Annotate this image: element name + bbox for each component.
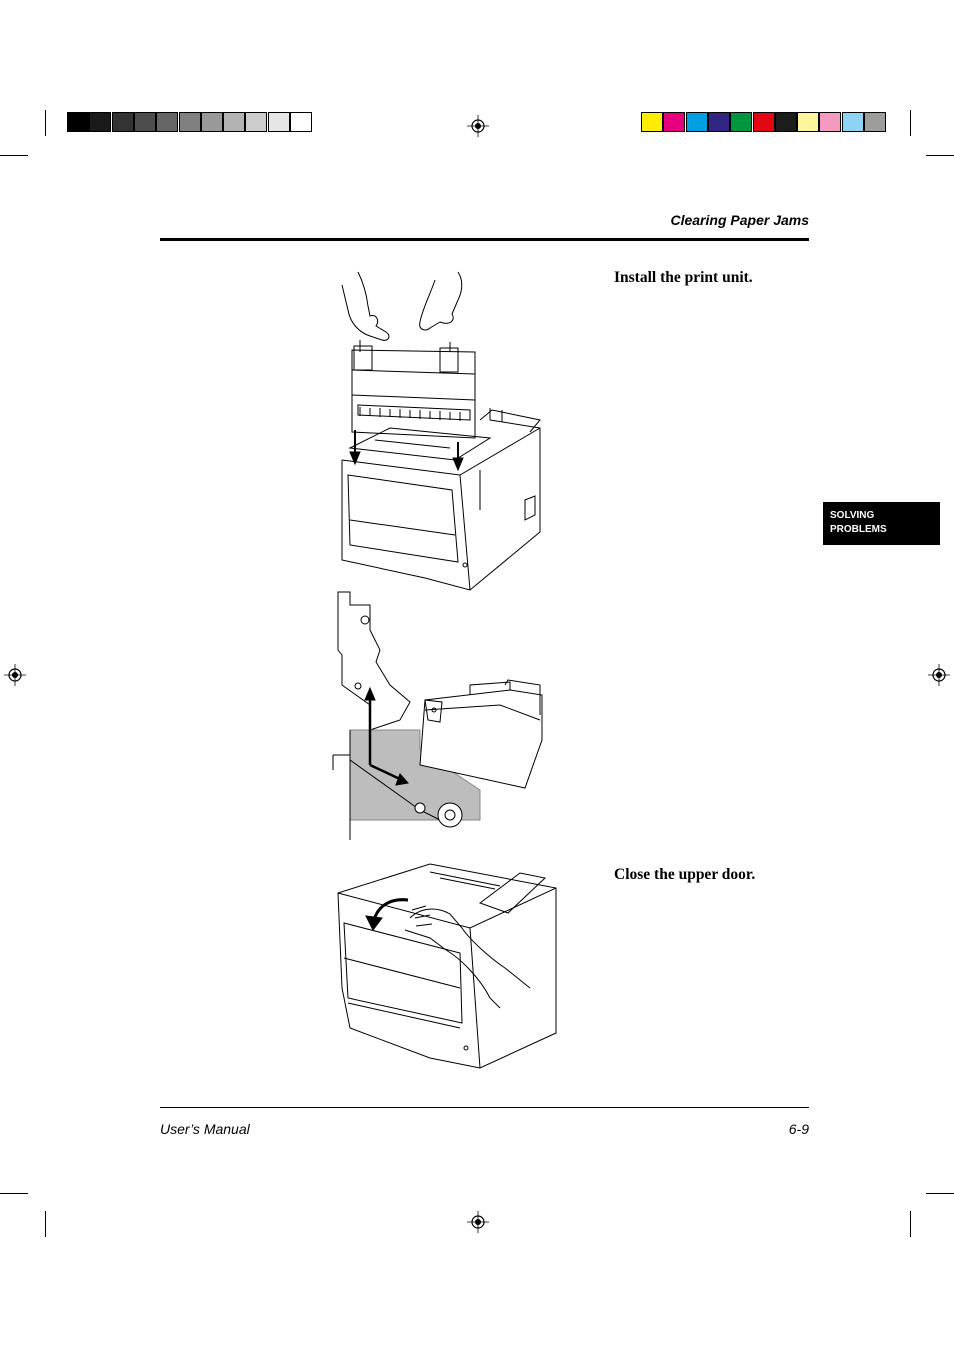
color-swatch [864,112,886,132]
gray-swatch [156,112,179,132]
color-swatch [774,112,797,132]
color-swatch [707,112,730,132]
gray-swatch [89,112,112,132]
install-print-unit-illustration [341,271,541,591]
page-header-title: Clearing Paper Jams [670,212,809,228]
section-tab-line1: SOLVING [830,510,875,521]
paper-path-cross-section [332,591,543,840]
gray-swatch [67,112,89,132]
gray-swatch [111,112,134,132]
registration-mark-icon [4,664,26,686]
gray-swatch [245,112,268,132]
section-tab: SOLVING PROBLEMS [823,502,940,545]
footer-manual-title: User’s Manual [160,1121,250,1137]
header-rule [160,238,809,241]
color-swatch [685,112,708,132]
registration-mark-icon [467,1211,489,1233]
color-swatch [663,112,686,132]
gray-swatch [290,112,312,132]
color-swatch [730,112,753,132]
color-swatch [752,112,775,132]
close-upper-door-illustration [337,863,557,1069]
gray-swatch [178,112,201,132]
footer-page-number: 6-9 [788,1121,809,1137]
step-install-print-unit: Install the print unit. [614,269,753,286]
section-tab-line2: PROBLEMS [830,524,887,535]
color-swatch [841,112,864,132]
gray-swatch [133,112,156,132]
gray-swatch [223,112,246,132]
registration-mark-icon [467,115,489,137]
footer-rule [160,1107,809,1108]
color-swatch [797,112,820,132]
gray-swatch [267,112,290,132]
color-swatch [819,112,842,132]
color-swatch [641,112,663,132]
step-close-upper-door: Close the upper door. [614,866,756,883]
gray-swatch [200,112,223,132]
registration-mark-icon [928,664,950,686]
